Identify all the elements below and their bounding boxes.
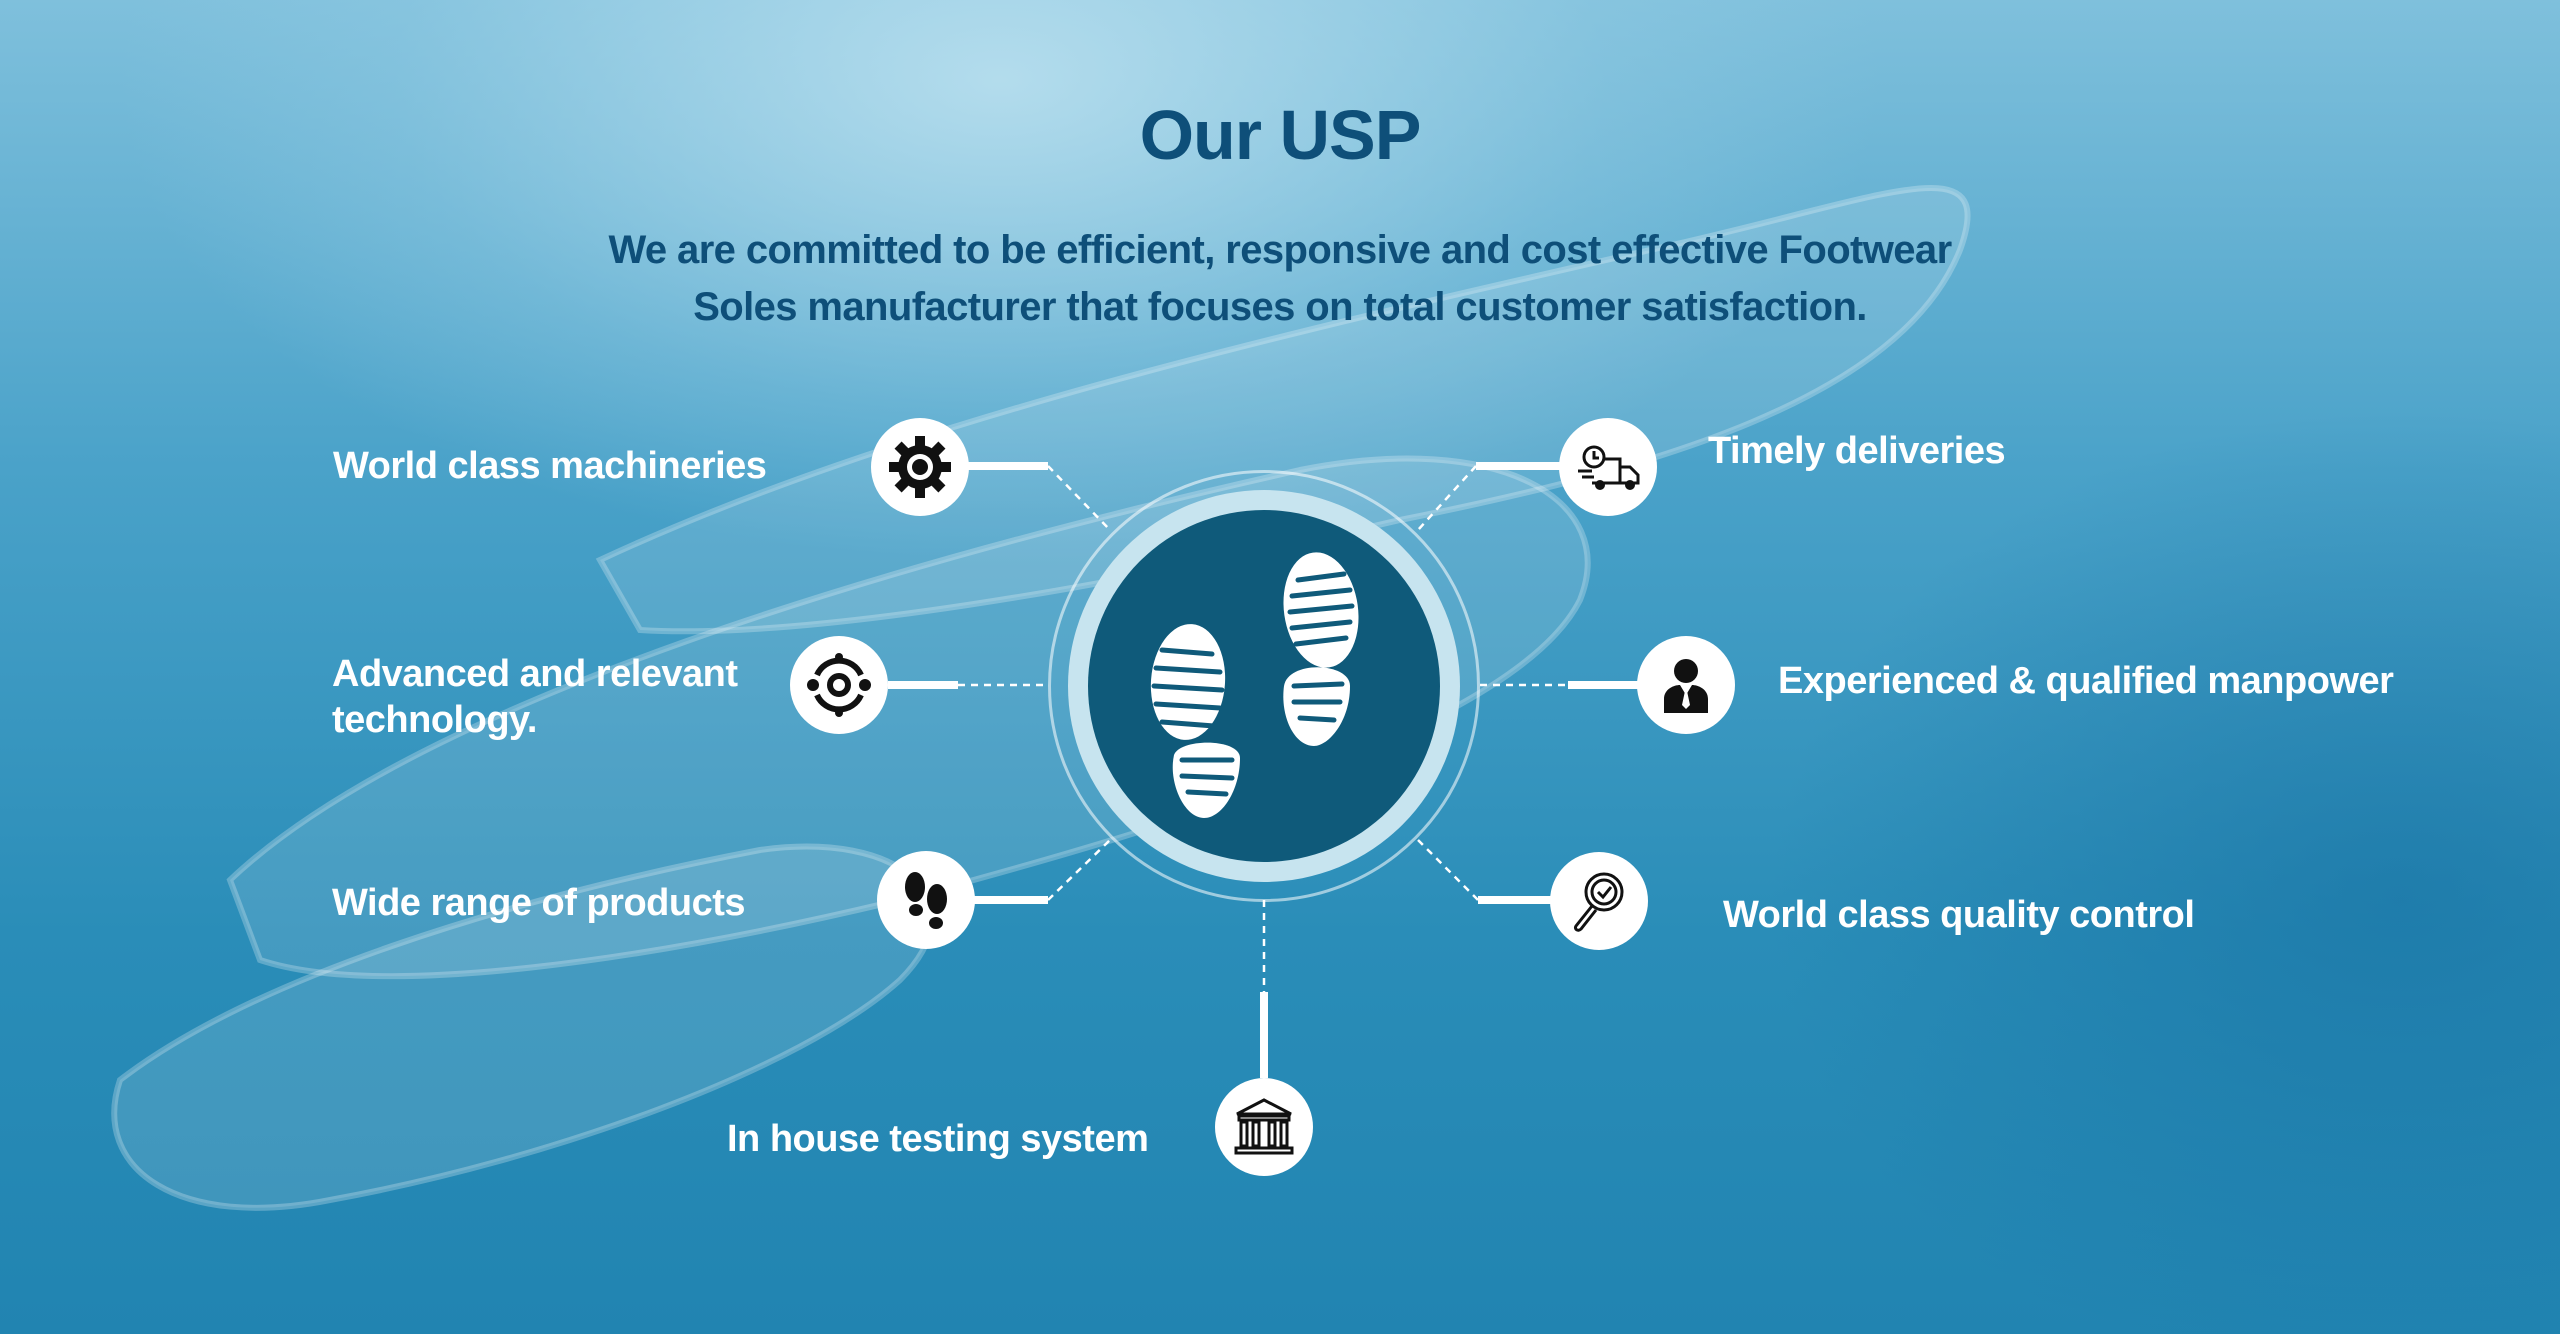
feature-testing-icon-circle (1215, 1078, 1313, 1176)
businessman-icon (1664, 659, 1708, 713)
magnifier-check-icon (1574, 872, 1624, 932)
footprints-icon (1150, 552, 1359, 818)
feature-label-technology: Advanced and relevant technology. (332, 651, 738, 743)
feature-manpower-icon-circle (1637, 636, 1735, 734)
feature-label-technology-line-1: Advanced and relevant (332, 653, 738, 695)
feature-label-quality: World class quality control (1723, 894, 2195, 936)
center-hub-outer-ring (1048, 470, 1480, 902)
feature-label-products: Wide range of products (332, 882, 746, 924)
feature-label-deliveries: Timely deliveries (1708, 430, 2006, 472)
subtitle-line-2: Soles manufacturer that focuses on total… (693, 285, 1867, 329)
feature-deliveries-icon-circle (1559, 418, 1657, 516)
subtitle: We are committed to be efficient, respon… (580, 222, 1980, 336)
feature-label-technology-line-2: technology. (332, 699, 537, 741)
institution-icon (1234, 1098, 1294, 1155)
feature-quality-icon-circle (1550, 852, 1648, 950)
delivery-truck-icon (1578, 445, 1640, 490)
feature-products-icon-circle (877, 851, 975, 949)
technology-icon (807, 653, 871, 717)
feature-technology-icon-circle (790, 636, 888, 734)
feature-label-testing: In house testing system (727, 1118, 1149, 1160)
page-title: Our USP (1139, 96, 1422, 174)
gear-icon (889, 436, 951, 498)
center-hub (1088, 510, 1440, 862)
feature-machineries-icon-circle (871, 418, 969, 516)
feature-label-machineries: World class machineries (333, 445, 767, 487)
feature-label-manpower: Experienced & qualified manpower (1778, 660, 2394, 702)
subtitle-line-1: We are committed to be efficient, respon… (608, 228, 1952, 272)
footprints-icon (905, 872, 947, 929)
